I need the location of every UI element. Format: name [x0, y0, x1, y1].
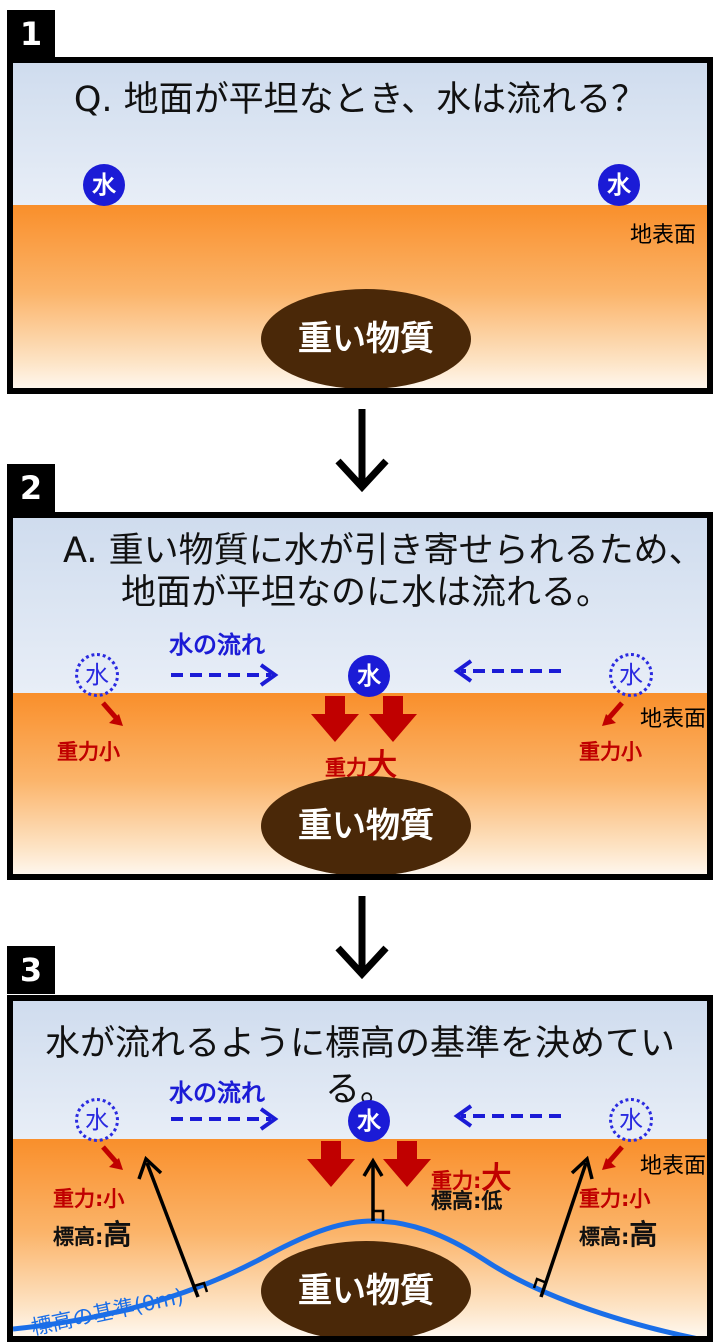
gravity-arrow-icon	[101, 1145, 123, 1170]
heavy-mass: 重い物質	[261, 289, 471, 388]
panel-3-statement: 水が流れるように標高の基準を決めている。	[44, 1024, 675, 1110]
elevation-prefix: 標高:	[431, 1189, 482, 1213]
elevation-datum-line	[13, 1218, 697, 1336]
gravity-large-suffix: 大	[481, 1161, 512, 1196]
panel-3: 水が流れるように標高の基準を決めている。 水の流れ 水 水 水	[7, 995, 713, 1342]
water-drop-right: 水	[598, 164, 640, 206]
normal-arrow-icon	[532, 1155, 594, 1298]
dashed-arrow-right-icon	[171, 663, 279, 687]
dashed-arrow-left-icon	[453, 659, 561, 683]
gravity-arrow-icon	[369, 696, 417, 742]
elevation-prefix: 標高:	[53, 1225, 104, 1249]
water-ghost-left: 水	[75, 653, 119, 697]
ground-surface-label: 地表面	[640, 707, 707, 732]
water-ghost-left: 水	[75, 1098, 119, 1142]
panel-2-arrows	[101, 659, 624, 742]
water-flow-label: 水の流れ	[169, 1079, 265, 1107]
gravity-arrow-icon	[311, 696, 359, 742]
gravity-small-label-right: 重力:小	[579, 1187, 651, 1211]
ground-surface-label: 地表面	[630, 223, 697, 248]
heavy-mass: 重い物質	[261, 1241, 471, 1336]
dashed-arrow-right-icon	[171, 1107, 279, 1131]
panel-1-number: 1	[7, 10, 55, 58]
gravity-arrow-icon	[383, 1141, 431, 1187]
down-arrow-icon	[335, 896, 389, 980]
elevation-prefix: 標高:	[579, 1225, 630, 1249]
panel-2-number: 2	[7, 464, 55, 512]
gravity-arrow-icon	[602, 1145, 624, 1170]
gravity-small-label-left: 重力:小	[53, 1187, 125, 1211]
gravity-small-label-right: 重力小	[579, 740, 642, 764]
gravity-large-label: 重力:大	[431, 1153, 511, 1197]
water-drop-center: 水	[348, 655, 390, 697]
elevation-value: 高	[103, 1218, 132, 1251]
normal-arrow-icon	[362, 1157, 385, 1221]
panel-1: Q. 地面が平坦なとき、水は流れる？ 水 水 地表面 重い物質	[7, 57, 713, 394]
water-ghost-right: 水	[609, 653, 653, 697]
water-ghost-right: 水	[609, 1098, 653, 1142]
water-drop-left: 水	[83, 164, 125, 206]
dashed-arrow-left-icon	[453, 1104, 561, 1128]
gravity-small-label-left: 重力小	[57, 740, 120, 764]
datum-label: 標高の基準(0m)	[29, 1284, 186, 1340]
ground-surface-label: 地表面	[640, 1154, 707, 1179]
elevation-label-left: 標高:高	[53, 1213, 131, 1253]
panel-2-answer-line-1: A. 重い物質に水が引き寄せられるため、	[63, 531, 704, 571]
gravity-arrow-icon	[602, 701, 624, 726]
elevation-label-center: 標高:低	[431, 1185, 502, 1215]
gravity-arrow-icon	[101, 701, 123, 726]
elevation-value: 高	[629, 1218, 658, 1251]
water-drop-center: 水	[348, 1100, 390, 1142]
panel-3-number: 3	[7, 946, 55, 994]
down-arrow-icon	[335, 409, 389, 493]
sky	[13, 63, 707, 205]
heavy-mass: 重い物質	[261, 776, 471, 874]
gravity-arrow-icon	[307, 1141, 355, 1187]
gravity-large-prefix: 重力:	[431, 1169, 482, 1193]
water-flow-label: 水の流れ	[169, 631, 265, 659]
panel-3-arrows: 標高の基準(0m)	[13, 1104, 697, 1340]
elevation-value: 低	[481, 1189, 503, 1213]
panel-1-question: Q. 地面が平坦なとき、水は流れる？	[73, 80, 647, 120]
normal-arrow-icon	[137, 1155, 209, 1298]
panel-2: A. 重い物質に水が引き寄せられるため、 地面が平坦なのに水は流れる。 水の流れ…	[7, 512, 713, 880]
elevation-label-right: 標高:高	[579, 1213, 657, 1253]
panel-2-answer-line-2: 地面が平坦なのに水は流れる。	[121, 573, 612, 613]
